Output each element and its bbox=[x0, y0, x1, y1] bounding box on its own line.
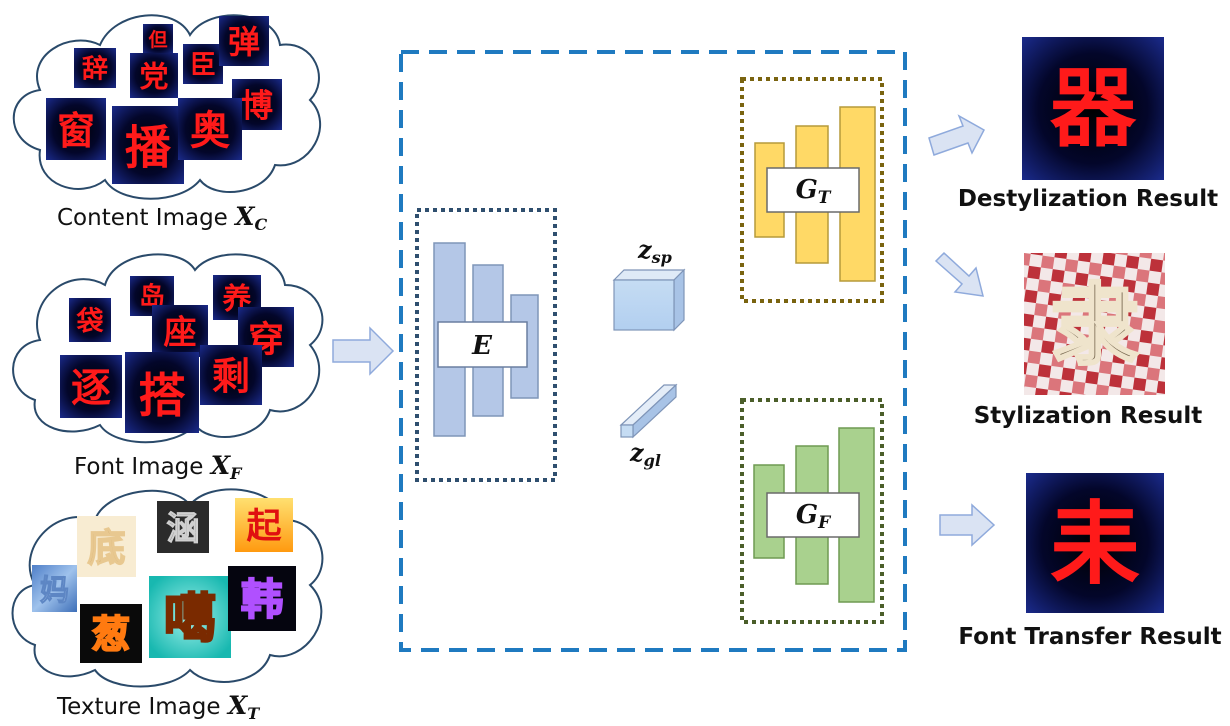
char-tile: 底 bbox=[77, 516, 136, 577]
svg-text:起: 起 bbox=[246, 507, 282, 547]
z-gl-bar bbox=[619, 383, 678, 439]
svg-text:播: 播 bbox=[125, 121, 172, 175]
network-box bbox=[399, 50, 907, 652]
z-sp-label: zsp bbox=[637, 235, 672, 267]
font-transfer-arrow bbox=[939, 503, 996, 547]
char-tile: 臣 bbox=[183, 44, 223, 84]
content-image-label: Content Image XC bbox=[57, 202, 268, 234]
svg-text:袋: 袋 bbox=[76, 307, 105, 338]
encoder-label: E bbox=[471, 331, 493, 361]
svg-text:但: 但 bbox=[148, 28, 167, 51]
font-transfer-label: Font Transfer Result bbox=[958, 624, 1221, 650]
char-tile: 袋 bbox=[69, 298, 111, 342]
stylization-label: Stylization Result bbox=[974, 403, 1203, 429]
svg-text:妈: 妈 bbox=[40, 573, 69, 607]
font-image-label: Font Image XF bbox=[74, 451, 243, 483]
char-tile: 妈 bbox=[32, 565, 77, 612]
char-tile: 窗 bbox=[46, 98, 106, 160]
svg-text:器: 器 bbox=[1050, 59, 1137, 159]
char-tile: 涵 bbox=[157, 501, 209, 553]
char-tile: 剩 bbox=[200, 345, 262, 405]
char-tile: 座 bbox=[152, 305, 208, 357]
svg-text:座: 座 bbox=[164, 312, 197, 351]
svg-text:底: 底 bbox=[87, 526, 125, 570]
svg-text:奥: 奥 bbox=[190, 108, 230, 154]
z-sp-cube bbox=[612, 268, 686, 332]
char-tile: 逐 bbox=[60, 355, 122, 418]
svg-text:隶: 隶 bbox=[1051, 274, 1139, 377]
svg-text:耒: 耒 bbox=[1050, 492, 1140, 597]
char-tile: 辞 bbox=[74, 48, 116, 88]
encoder-block: E bbox=[415, 208, 557, 482]
texture-image-label: Texture Image XT bbox=[56, 691, 260, 723]
svg-text:辞: 辞 bbox=[82, 54, 108, 85]
char-tile: 党 bbox=[130, 53, 178, 98]
svg-text:噶: 噶 bbox=[164, 590, 216, 650]
stylization-image: 隶 bbox=[1024, 253, 1165, 395]
char-tile: 但 bbox=[143, 24, 173, 54]
svg-text:党: 党 bbox=[139, 59, 168, 93]
texture-generator-label: GT bbox=[796, 175, 832, 208]
svg-text:搭: 搭 bbox=[139, 369, 186, 424]
input-arrow bbox=[332, 326, 395, 376]
svg-text:窗: 窗 bbox=[57, 109, 95, 153]
svg-text:葱: 葱 bbox=[92, 613, 130, 657]
destylization-arrow bbox=[928, 114, 986, 156]
destylization-label: Destylization Result bbox=[958, 186, 1218, 212]
font-transfer-image: 耒 bbox=[1026, 473, 1164, 613]
texture-char-tiles: 底 涵 起妈噶韩葱 bbox=[32, 498, 296, 663]
content-char-tiles: 辞 但党臣弹博窗播奥 bbox=[46, 16, 282, 184]
char-tile: 穿 bbox=[238, 307, 294, 367]
svg-text:剩: 剩 bbox=[212, 354, 250, 398]
svg-text:臣: 臣 bbox=[190, 51, 216, 81]
font-generator-block: GF bbox=[740, 398, 884, 624]
svg-text:博: 博 bbox=[241, 87, 273, 125]
char-tile: 葱 bbox=[80, 604, 142, 663]
svg-text:逐: 逐 bbox=[71, 366, 111, 412]
char-tile: 播 bbox=[112, 106, 184, 184]
destylization-image: 器 bbox=[1022, 37, 1164, 180]
char-tile: 起 bbox=[235, 498, 293, 552]
svg-text:韩: 韩 bbox=[241, 575, 283, 624]
texture-generator-block: GT bbox=[740, 77, 884, 303]
svg-text:弹: 弹 bbox=[228, 23, 260, 61]
char-tile: 弹 bbox=[219, 16, 269, 66]
char-tile: 韩 bbox=[228, 566, 296, 631]
font-generator-label: GF bbox=[796, 500, 832, 533]
stylization-arrow bbox=[934, 251, 984, 297]
char-tile: 奥 bbox=[178, 98, 242, 160]
z-gl-label: zgl bbox=[629, 438, 661, 470]
char-tile: 噶 bbox=[149, 576, 231, 658]
font-char-tiles: 岛养袋座穿逐搭剩 bbox=[60, 275, 294, 433]
svg-text:涵: 涵 bbox=[167, 508, 200, 547]
char-tile: 搭 bbox=[125, 352, 199, 433]
